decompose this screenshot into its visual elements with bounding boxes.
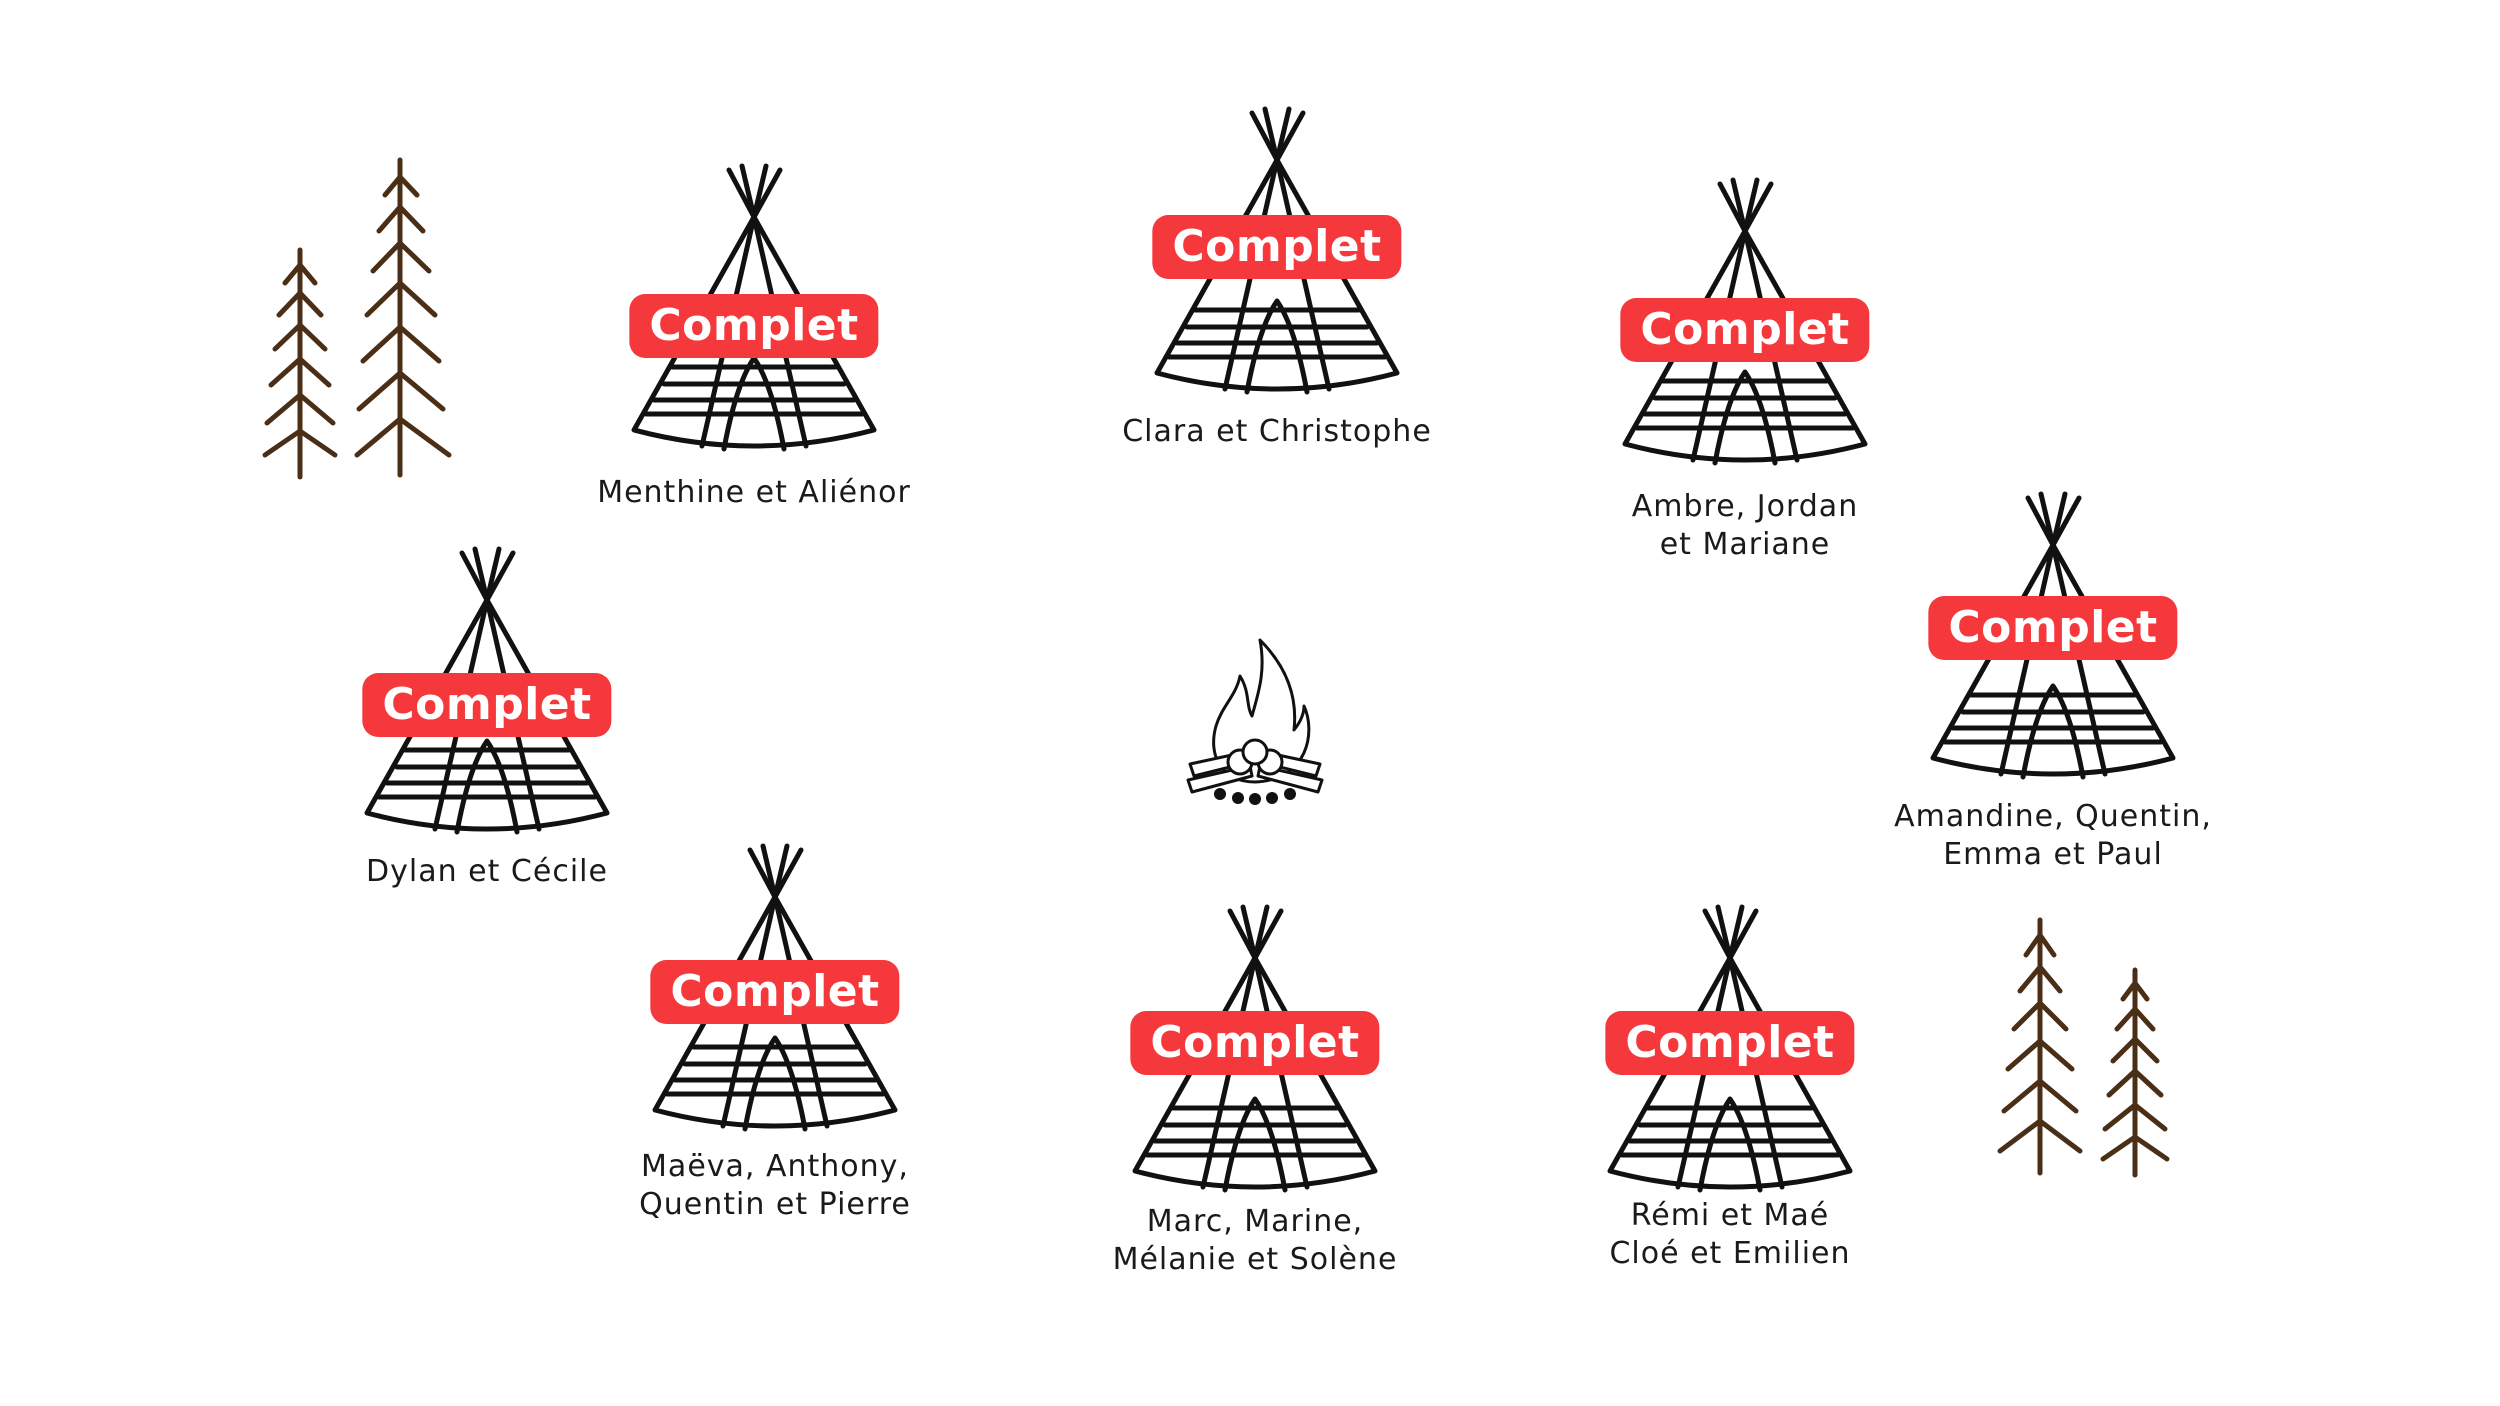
- tree-icon: [354, 157, 452, 478]
- tipi-menthine: Complet Menthine et Aliénor: [597, 162, 910, 510]
- tipi-label: Clara et Christophe: [1047, 413, 1507, 451]
- tree-icon: [1997, 917, 2083, 1176]
- status-badge: Complet: [1605, 1011, 1855, 1075]
- tipi-label: Dylan et Cécile: [257, 853, 717, 891]
- status-badge: Complet: [1620, 298, 1870, 362]
- tipi-label-line: et Mariane: [1659, 527, 1831, 562]
- tipi-label-line: Marc, Marine,: [1146, 1204, 1364, 1239]
- tipi-label-line: Maëva, Anthony,: [641, 1149, 909, 1184]
- tipi-label-line: Menthine et Aliénor: [597, 475, 911, 510]
- tipi-ambre: Complet Ambre, Jordan et Mariane: [1615, 176, 1875, 562]
- tipi-label-line: Amandine, Quentin,: [1894, 799, 2212, 834]
- tipi-label-line: Clara et Christophe: [1122, 414, 1432, 449]
- tipi-label: Marc, Marine, Mélanie et Solène: [1025, 1203, 1485, 1279]
- status-badge: Complet: [650, 960, 900, 1024]
- tipi-dylan: Complet Dylan et Cécile: [357, 545, 617, 889]
- tipi-label-line: Mélanie et Solène: [1112, 1242, 1398, 1277]
- tipi-label: Menthine et Aliénor: [524, 474, 984, 512]
- tipi-label: Maëva, Anthony, Quentin et Pierre: [545, 1148, 1005, 1224]
- tipi-label: Amandine, Quentin, Emma et Paul: [1823, 798, 2283, 874]
- status-badge: Complet: [1928, 596, 2178, 660]
- tipi-label-line: Quentin et Pierre: [639, 1187, 911, 1222]
- status-badge: Complet: [1152, 215, 1402, 279]
- tipi-remi: Complet Rémi et Maé Cloé et Emilien: [1600, 903, 1860, 1271]
- tree-icon: [262, 247, 338, 480]
- tipi-maeva: Complet Maëva, Anthony, Quentin et Pierr…: [639, 842, 910, 1222]
- tipi-label: Rémi et Maé Cloé et Emilien: [1500, 1197, 1960, 1273]
- tipi-label: Ambre, Jordan et Mariane: [1515, 488, 1975, 564]
- campfire-icon: [1186, 638, 1324, 805]
- tipi-label-line: Cloé et Emilien: [1609, 1236, 1851, 1271]
- tipi-clara: Complet Clara et Christophe: [1122, 105, 1431, 449]
- status-badge: Complet: [1130, 1011, 1380, 1075]
- tipi-label-line: Rémi et Maé: [1630, 1198, 1830, 1233]
- tipi-label-line: Ambre, Jordan: [1631, 489, 1859, 524]
- status-badge: Complet: [362, 673, 612, 737]
- tipi-label-line: Dylan et Cécile: [366, 854, 608, 889]
- tipi-marc: Complet Marc, Marine, Mélanie et Solène: [1113, 903, 1396, 1277]
- tree-icon: [2100, 967, 2170, 1178]
- status-badge: Complet: [629, 294, 879, 358]
- tipi-label-line: Emma et Paul: [1943, 837, 2163, 872]
- tipi-amandine: Complet Amandine, Quentin, Emma et Paul: [1894, 490, 2211, 872]
